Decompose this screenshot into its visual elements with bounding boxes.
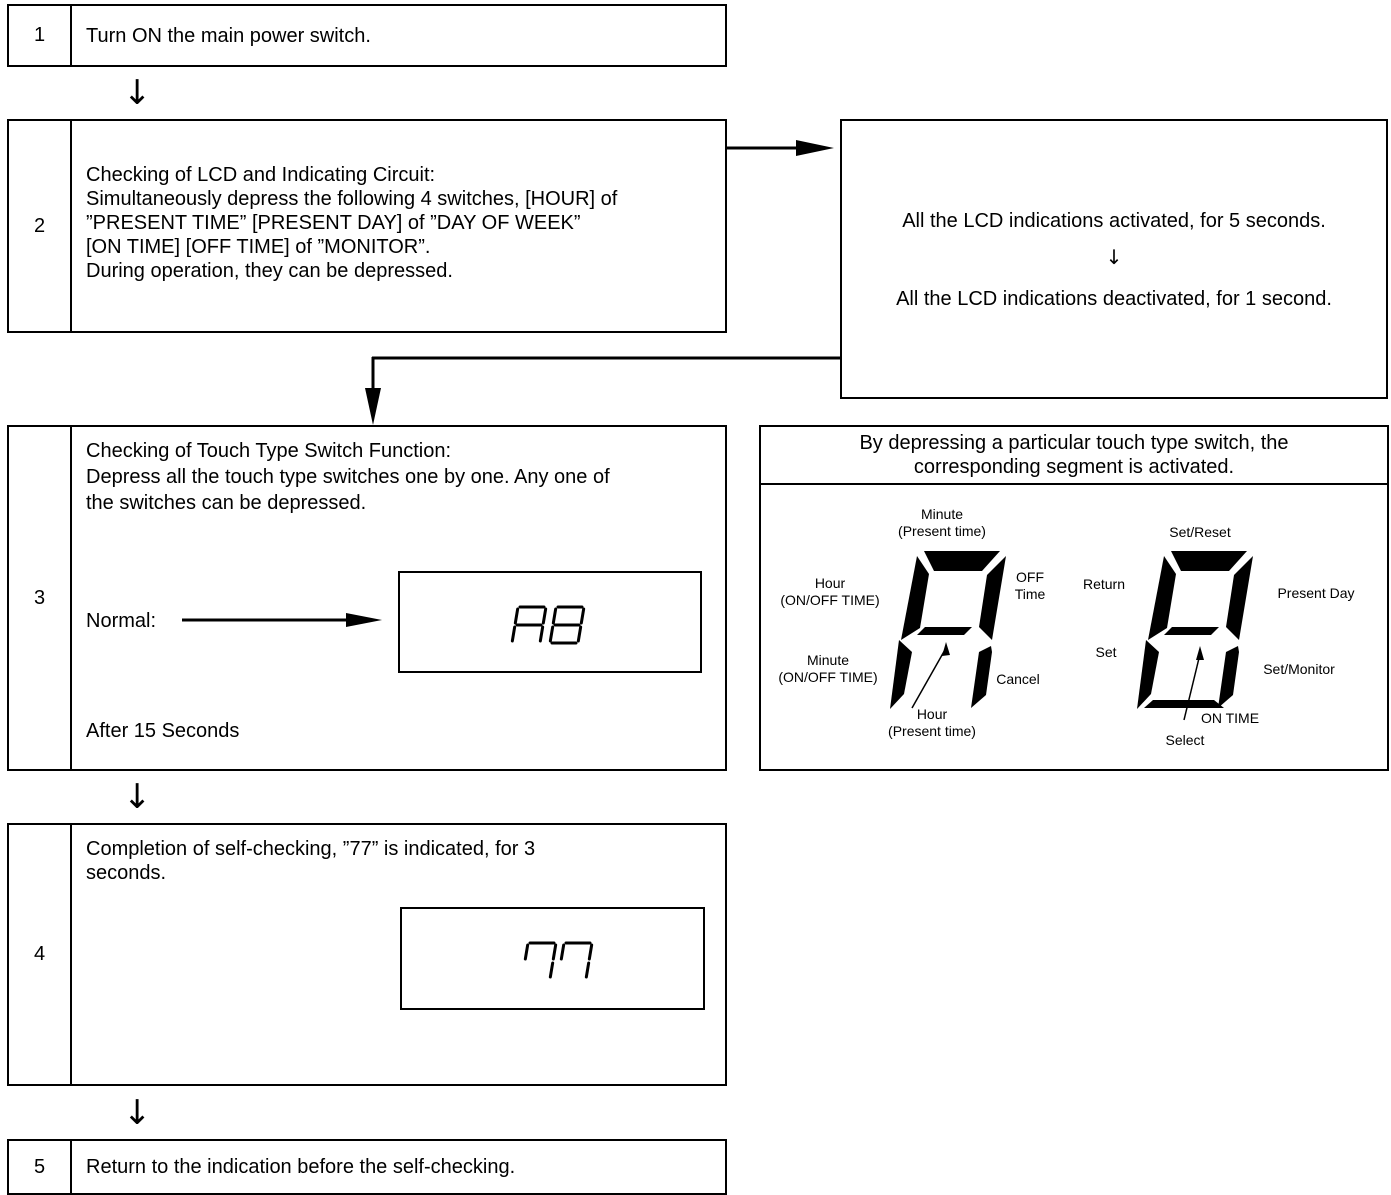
label-text: Hour — [814, 575, 846, 591]
label-text: Minute — [806, 652, 850, 668]
step-text-line: the switches can be depressed. — [86, 492, 367, 514]
label-hour-onoff: Hour (ON/OFF TIME) — [768, 575, 892, 609]
down-arrow-icon: ↓ — [123, 73, 152, 113]
segment-middle — [1164, 627, 1219, 635]
lcd-segment — [548, 961, 555, 979]
step-text-line: Depress all the touch type switches one … — [86, 466, 610, 488]
step-text-line: Completion of self-checking, ”77” is ind… — [86, 838, 536, 860]
segment-bottom — [1144, 700, 1224, 708]
lcd-result-line-1: All the LCD indications activated, for 5… — [902, 210, 1326, 232]
label-minute-present: Minute (Present time) — [882, 506, 1002, 540]
down-arrow-icon: ↓ — [123, 1093, 152, 1133]
label-set-monitor: Set/Monitor — [1263, 661, 1335, 677]
step-text-line: Simultaneously depress the following 4 s… — [86, 188, 618, 210]
label-subtext: (ON/OFF TIME) — [778, 669, 878, 685]
segment-top — [924, 551, 1000, 571]
label-present-day: Present Day — [1277, 585, 1355, 601]
step-text-line: ”PRESENT TIME” [PRESENT DAY] of ”DAY OF … — [86, 212, 581, 234]
segment-panel-title: By depressing a particular touch type sw… — [859, 432, 1289, 454]
lcd-segment — [584, 961, 591, 979]
lcd-segment — [541, 607, 548, 625]
step-text: Return to the indication before the self… — [86, 1156, 516, 1178]
step-text-line: seconds. — [86, 862, 167, 884]
label-set-reset: Set/Reset — [1169, 524, 1231, 540]
label-text: Minute — [920, 506, 964, 522]
segment-upper-right — [1226, 556, 1253, 640]
segment-panel-title: corresponding segment is activated. — [913, 456, 1235, 478]
label-subtext: (Present time) — [898, 523, 986, 539]
label-on-time: ON TIME — [1200, 710, 1260, 726]
segment-upper-left — [901, 556, 929, 640]
segment-top — [1171, 551, 1247, 571]
step-5-box: 5 Return to the indication before the se… — [7, 1139, 727, 1195]
lcd-display-77: 77 — [400, 907, 705, 1010]
label-subtext: (Present time) — [888, 723, 976, 739]
lcd-digits — [523, 941, 594, 979]
label-text: Hour — [916, 706, 948, 722]
step-number: 1 — [9, 6, 72, 65]
segment-middle — [917, 627, 972, 635]
lcd-segment — [513, 607, 520, 625]
label-off-time: OFF Time — [1004, 569, 1056, 603]
label-cancel: Cancel — [996, 671, 1040, 687]
segment-panel: By depressing a particular touch type sw… — [759, 425, 1389, 771]
lcd-segment — [510, 625, 517, 643]
label-hour-present: Hour (Present time) — [872, 706, 992, 740]
step-text-line: Checking of Touch Type Switch Function: — [86, 440, 452, 462]
lcd-segment — [587, 943, 594, 961]
segment-lower-right — [1218, 646, 1239, 708]
divider — [761, 483, 1387, 485]
step-text-line: During operation, they can be depressed. — [86, 260, 453, 282]
step-text-line: Checking of LCD and Indicating Circuit: — [86, 164, 436, 186]
step-1-box: 1 Turn ON the main power switch. — [7, 4, 727, 67]
step-number: 5 — [9, 1141, 72, 1193]
step-text-line: [ON TIME] [OFF TIME] of ”MONITOR”. — [86, 236, 431, 258]
lcd-segment — [551, 943, 558, 961]
down-arrow-icon: ↓ — [123, 777, 152, 817]
lcd-digits — [510, 605, 586, 645]
step-number: 3 — [9, 427, 72, 769]
lcd-segment — [576, 625, 583, 643]
step-2-box: 2 Checking of LCD and Indicating Circuit… — [7, 119, 727, 333]
pointer-arrowhead — [1196, 646, 1204, 660]
lcd-segment — [551, 607, 558, 625]
pointer-line — [1183, 653, 1201, 721]
lcd-display-a8: A8 — [398, 571, 702, 673]
lcd-segment — [559, 943, 566, 961]
lcd-result-box: All the LCD indications activated, for 5… — [840, 119, 1388, 399]
label-subtext: (ON/OFF TIME) — [780, 592, 880, 608]
segment-upper-right — [979, 556, 1006, 640]
segment-lower-right — [971, 646, 992, 708]
label-select: Select — [1165, 732, 1205, 748]
after-label: After 15 Seconds — [86, 720, 240, 742]
label-text: OFF — [1016, 569, 1044, 585]
segment-lower-left — [1137, 640, 1159, 709]
label-return: Return — [1082, 576, 1126, 592]
step-number: 2 — [9, 121, 72, 331]
segment-upper-left — [1148, 556, 1176, 640]
lcd-segment — [579, 607, 586, 625]
pointer-line — [911, 647, 947, 709]
down-arrow-icon: ↓ — [1105, 245, 1123, 269]
label-subtext: Time — [1014, 586, 1046, 602]
lcd-segment — [548, 625, 555, 643]
label-set: Set — [1095, 644, 1117, 660]
step-text: Turn ON the main power switch. — [86, 25, 371, 47]
step-3-box: 3 Checking of Touch Type Switch Function… — [7, 425, 727, 771]
lcd-segment — [538, 625, 545, 643]
lcd-result-line-2: All the LCD indications deactivated, for… — [896, 288, 1332, 310]
segment-lower-left — [890, 640, 912, 709]
step-number: 4 — [9, 825, 72, 1084]
normal-label: Normal: — [86, 610, 157, 632]
pointer-arrowhead — [942, 642, 950, 656]
label-minute-onoff: Minute (ON/OFF TIME) — [765, 652, 891, 686]
lcd-segment — [523, 943, 530, 961]
